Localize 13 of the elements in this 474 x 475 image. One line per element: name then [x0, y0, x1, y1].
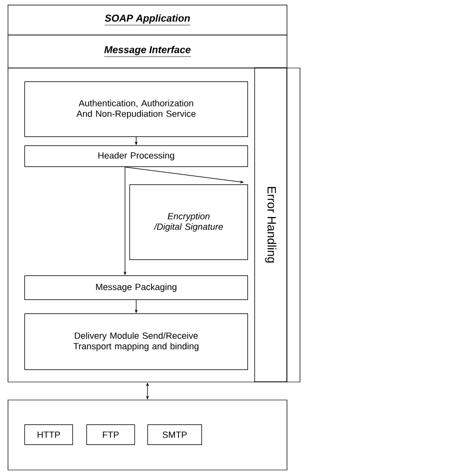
protocol-box: FTP — [86, 424, 135, 445]
layer-box — [8, 68, 288, 382]
side-band: Error Handling — [254, 67, 287, 382]
process-box: Authentication, Authorization And Non-Repudiation Service — [24, 81, 248, 137]
layer-band: Message Interface — [8, 34, 288, 68]
process-box: Header Processing — [24, 145, 248, 168]
layer-band: SOAP Application — [8, 4, 288, 36]
layer-box — [8, 400, 288, 470]
process-box: Message Packaging — [24, 275, 248, 300]
process-box: Encryption /Digital Signature — [129, 184, 248, 260]
protocol-box: HTTP — [24, 424, 73, 445]
process-box: Delivery Module Send/Receive Transport mapping and binding — [24, 313, 248, 370]
protocol-box: SMTP — [147, 424, 202, 445]
